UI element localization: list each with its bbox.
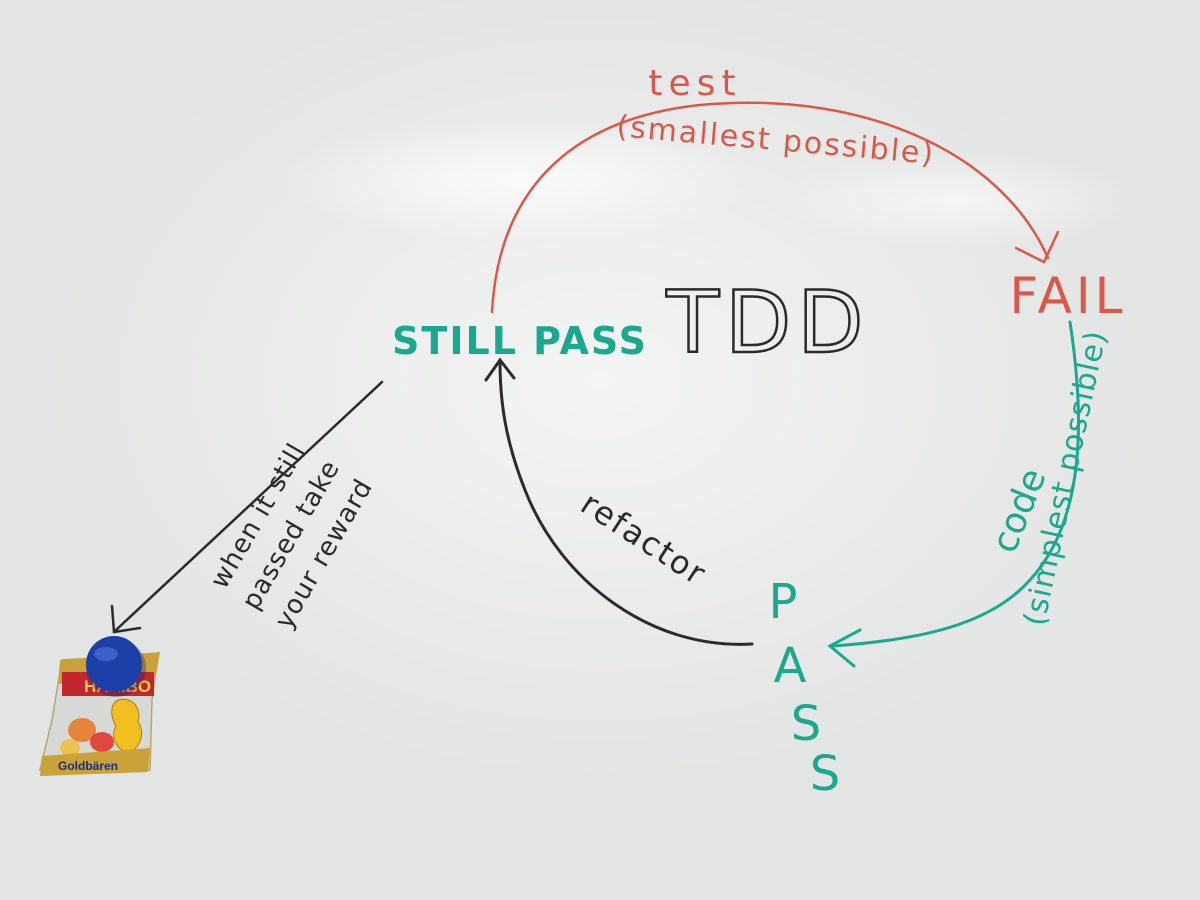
pass-label: P A S S	[769, 574, 841, 802]
test-arrowhead	[1014, 230, 1060, 264]
tdd-title: TDD	[666, 273, 870, 373]
magnet-body	[86, 636, 142, 692]
fail-label: FAIL	[1010, 267, 1127, 325]
candy-gummy	[60, 739, 80, 757]
reward-note: when it still passed take your reward	[205, 438, 379, 634]
pass-letter: S	[791, 696, 821, 752]
refactor-arrowhead	[484, 357, 516, 382]
candy-gummy	[68, 718, 96, 742]
pass-letter: S	[810, 746, 840, 802]
candy-gummy	[90, 732, 114, 752]
test-note: (smallest possible)	[615, 109, 936, 172]
code-arrow	[830, 320, 1081, 648]
candy-bag-bottom-foil	[40, 748, 150, 776]
magnet	[86, 636, 146, 697]
still-pass-label: STILL PASS	[392, 319, 648, 363]
code-arrowhead	[827, 628, 862, 668]
refactor-arrow	[498, 360, 754, 646]
reward-arrow	[114, 380, 384, 632]
pass-letter: A	[774, 638, 807, 694]
test-arrow	[490, 101, 1050, 314]
bear-mascot-icon	[111, 698, 143, 753]
pass-letter: P	[769, 574, 798, 630]
reward-arrowhead	[110, 604, 142, 634]
refactor-label: refactor	[574, 484, 714, 593]
candy-name: Goldbären	[58, 759, 118, 773]
magnet-highlight	[94, 647, 118, 661]
test-label: test	[648, 63, 741, 104]
